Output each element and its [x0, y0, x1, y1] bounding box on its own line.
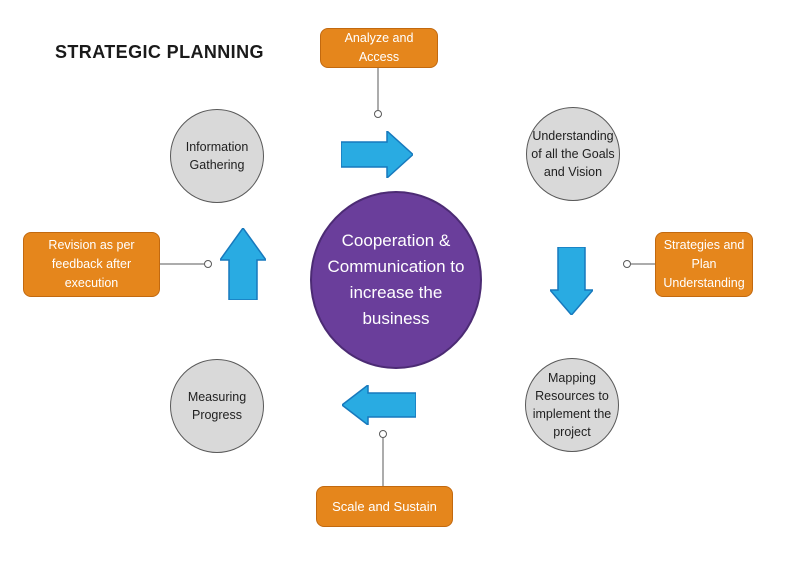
stage-circle-mapping-resources: Mapping Resources to implement the proje…	[525, 358, 619, 452]
callout-scale-and-sustain: Scale and Sustain	[316, 486, 453, 527]
connector-scale-to-arrow	[379, 430, 387, 486]
callout-label: Strategies and Plan Understanding	[663, 238, 745, 290]
connector-analyze-to-arrow	[374, 68, 382, 118]
connector-strategies-to-arrow	[623, 260, 655, 268]
arrow-left-shape	[342, 385, 416, 425]
connector-endpoint-circle	[374, 110, 382, 118]
arrow-left-icon	[342, 385, 416, 425]
stage-label: Measuring Progress	[187, 390, 247, 422]
connector-endpoint-circle	[379, 430, 387, 438]
callout-strategies-plan-understanding: Strategies and Plan Understanding	[655, 232, 753, 297]
diagram-title: STRATEGIC PLANNING	[55, 42, 264, 62]
arrow-right-icon	[341, 131, 413, 178]
callout-label: Analyze and Access	[344, 31, 414, 64]
stage-circle-information-gathering: Information Gathering	[170, 109, 264, 203]
arrow-right-shape	[341, 131, 413, 178]
callout-label: Revision as per feedback after execution	[48, 238, 135, 290]
stage-circle-measuring-progress: Measuring Progress	[170, 359, 264, 453]
stage-circle-understanding-goals-vision: Understanding of all the Goals and Visio…	[526, 107, 620, 201]
callout-analyze-and-access: Analyze and Access	[320, 28, 438, 68]
center-node-cooperation-communication: Cooperation & Communication to increase …	[310, 191, 482, 369]
connector-endpoint-circle	[204, 260, 212, 268]
arrow-up-icon	[220, 228, 266, 300]
callout-label: Scale and Sustain	[332, 499, 437, 514]
arrow-up-shape	[220, 228, 266, 300]
arrow-down-shape	[550, 247, 593, 315]
arrow-down-icon	[550, 247, 593, 315]
stage-label: Understanding of all the Goals and Visio…	[531, 129, 615, 179]
stage-label: Information Gathering	[185, 140, 249, 172]
connector-revision-to-arrow	[160, 260, 212, 268]
stage-label: Mapping Resources to implement the proje…	[532, 371, 612, 439]
center-node-label: Cooperation & Communication to increase …	[327, 231, 465, 328]
callout-revision-feedback-execution: Revision as per feedback after execution	[23, 232, 160, 297]
connector-endpoint-circle	[623, 260, 631, 268]
